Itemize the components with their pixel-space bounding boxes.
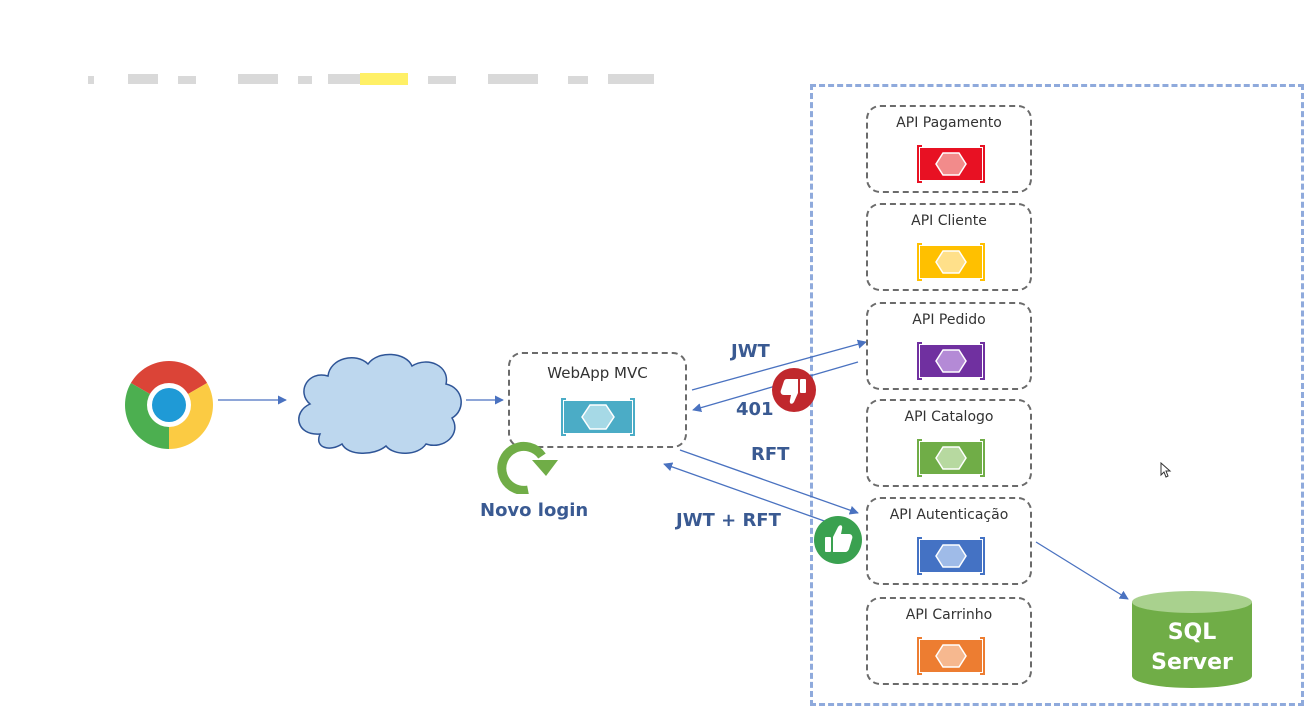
thumbs-down-icon [772,368,816,412]
api-cliente-label: API Cliente [911,213,987,229]
sql-label-line1: SQL [1167,620,1217,645]
api-autenticacao-label: API Autenticação [889,507,1009,523]
arrow-jwt-rft-response [663,462,845,529]
refresh-icon [497,441,558,494]
api-pedido-icon [917,342,985,380]
thumbs-up-icon [814,516,862,564]
jwt-rft-label: JWT + RFT [676,510,781,531]
api-catalogo-label: API Catalogo [904,409,994,425]
arrow-auth-to-sql [1035,541,1129,600]
webapp-mvc-label: WebApp MVC [547,364,648,382]
401-label: 401 [736,399,774,420]
api-autenticacao-icon [917,537,985,575]
chrome-icon [125,361,213,449]
api-catalogo-icon [917,439,985,477]
api-pedido-box: API Pedido [866,302,1032,390]
api-pagamento-label: API Pagamento [896,115,1002,131]
faint-title-scribble [88,73,654,85]
webapp-service-icon [561,398,635,436]
api-cliente-box: API Cliente [866,203,1032,291]
api-pagamento-box: API Pagamento [866,105,1032,193]
novo-login-label: Novo login [480,500,589,521]
cloud-icon [298,353,462,454]
webapp-mvc-box: WebApp MVC [508,352,687,448]
api-carrinho-icon [917,637,985,675]
arrow-rft-request [679,449,859,515]
arrow-jwt-request [691,339,867,391]
api-carrinho-label: API Carrinho [905,607,993,623]
cursor-icon [1160,462,1172,478]
sql-server-database-icon [1132,591,1252,688]
api-cliente-icon [917,243,985,281]
api-autenticacao-box: API Autenticação [866,497,1032,585]
api-pedido-label: API Pedido [912,312,986,328]
api-carrinho-box: API Carrinho [866,597,1032,685]
sql-server-label: SQL Server [1130,618,1254,678]
api-pagamento-icon [917,145,985,183]
api-catalogo-box: API Catalogo [866,399,1032,487]
sql-label-line2: Server [1151,650,1233,675]
jwt-label: JWT [731,341,770,362]
rft-label: RFT [751,444,790,465]
